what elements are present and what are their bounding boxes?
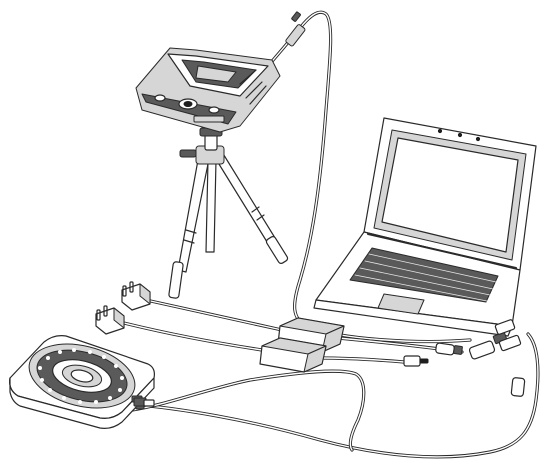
cable-adapter-to-turntable bbox=[132, 371, 364, 450]
inline-connector-icon bbox=[435, 343, 462, 355]
3d-scanner-icon bbox=[136, 48, 280, 132]
power-plug-icon bbox=[96, 306, 124, 334]
turntable-plug-icon bbox=[134, 398, 154, 406]
dc-plug-icon bbox=[404, 356, 428, 366]
cable-scanner-plug bbox=[285, 12, 306, 47]
turntable-icon bbox=[10, 334, 155, 429]
cable-adapter2-to-dc bbox=[320, 358, 404, 362]
tripod-icon bbox=[169, 112, 289, 299]
power-plug-icon bbox=[122, 282, 150, 310]
cable-plug2-to-adapter2 bbox=[120, 322, 262, 350]
ferrite-core-icon bbox=[511, 377, 525, 396]
cable-plug1-to-adapter1 bbox=[146, 300, 282, 330]
laptop-icon bbox=[314, 118, 536, 336]
